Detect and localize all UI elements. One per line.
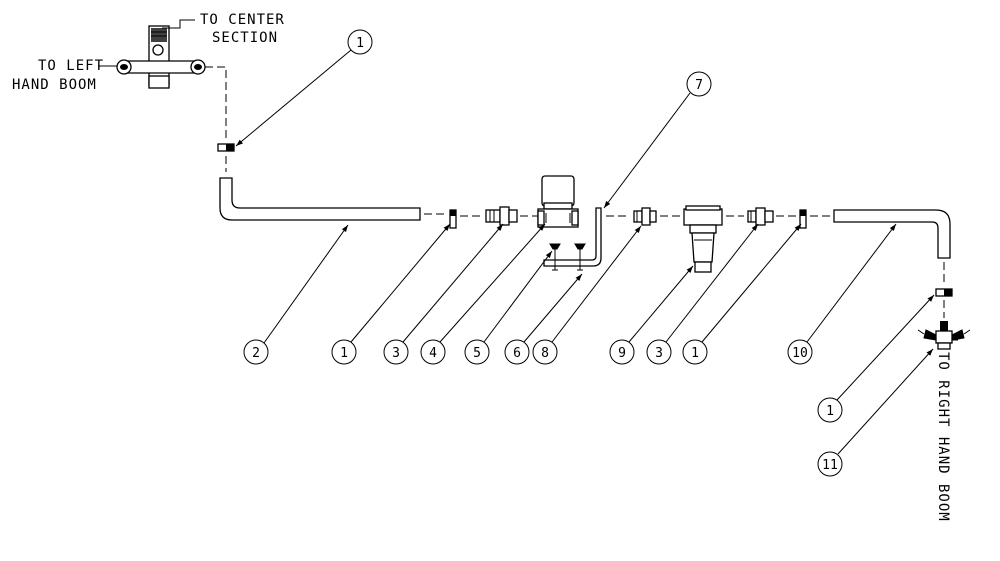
hose-clamp-b <box>799 209 807 229</box>
callout-number: 6 <box>513 346 521 361</box>
center-section-leader <box>162 19 195 29</box>
callout-number: 5 <box>473 346 481 361</box>
hose-left <box>219 177 421 221</box>
callout-number: 1 <box>826 404 834 419</box>
callout-number: 3 <box>655 346 663 361</box>
callout-number: 1 <box>356 36 364 51</box>
callout-balloon-1-b <box>682 339 708 365</box>
callout-balloon-3-a <box>383 339 409 365</box>
callout-number: 10 <box>792 346 808 361</box>
callout-balloon-1-top <box>347 29 373 55</box>
hose-right <box>833 209 951 259</box>
manifold-feed-line <box>205 66 227 138</box>
callout-balloon-4 <box>420 339 446 365</box>
callout-balloon-5 <box>464 339 490 365</box>
callout-balloon-11 <box>817 451 843 477</box>
callout-number: 4 <box>429 346 437 361</box>
hose-barb-fitting-a <box>485 206 518 226</box>
to-center-section-label: TO CENTER <box>200 12 285 28</box>
to-right-hand-boom-label: TO RIGHT HAND BOOM <box>935 352 951 522</box>
callout-number: 1 <box>340 346 348 361</box>
hose-clamp-c <box>935 288 953 297</box>
callout-number: 2 <box>252 346 260 361</box>
callout-balloon-3-b <box>646 339 672 365</box>
mounting-bracket <box>543 207 602 267</box>
callout-number: 7 <box>695 78 703 93</box>
callout-balloon-8 <box>532 339 558 365</box>
callout-balloon-1-c <box>817 397 843 423</box>
callout-balloon-9 <box>609 339 635 365</box>
hose-clamp-a <box>449 209 457 229</box>
control-valve <box>537 175 579 228</box>
callout-balloon-2 <box>243 339 269 365</box>
to-left-hand-boom-label: TO LEFT <box>38 58 104 74</box>
callout-number: 3 <box>392 346 400 361</box>
callout-balloon-10 <box>787 339 813 365</box>
center-manifold <box>116 25 206 89</box>
line-strainer <box>683 205 723 273</box>
manifold-knurl <box>151 28 167 42</box>
quick-coupler <box>917 321 971 350</box>
callout-balloon-7 <box>686 71 712 97</box>
callout-number: 1 <box>691 346 699 361</box>
hose-clamp-top <box>217 143 235 152</box>
callout-number: 11 <box>822 458 838 473</box>
screws <box>549 243 586 271</box>
hose-barb-fitting-b <box>747 207 774 226</box>
to-center-section-label-2: SECTION <box>212 30 278 46</box>
callout-number: 8 <box>541 346 549 361</box>
callout-balloon-1-a <box>331 339 357 365</box>
to-left-hand-boom-label-2: HAND BOOM <box>12 77 97 93</box>
adapter-fitting <box>633 207 657 226</box>
callout-balloon-6 <box>504 339 530 365</box>
callout-number: 9 <box>618 346 626 361</box>
